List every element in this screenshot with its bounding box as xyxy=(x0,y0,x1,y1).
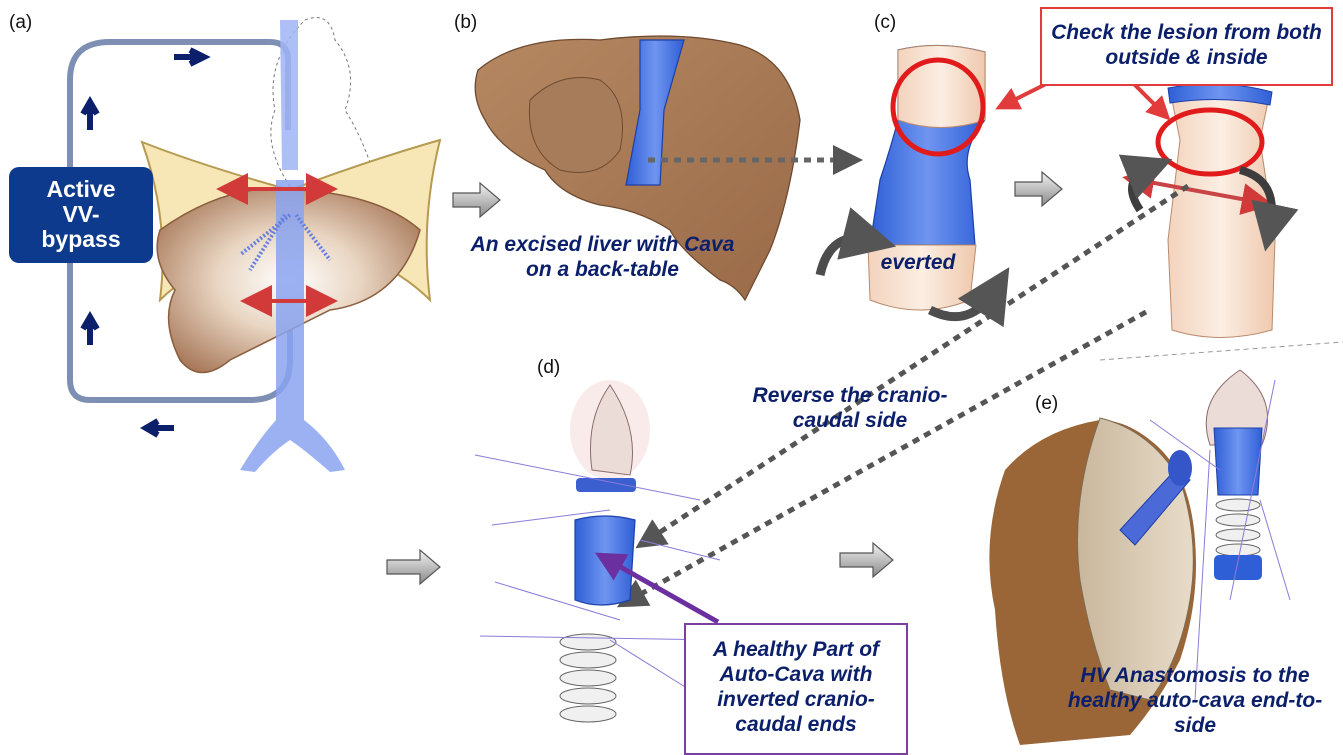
excised-liver-caption: An excised liver with Cava on a back-tab… xyxy=(470,232,735,282)
gray-arrow-icon xyxy=(1015,172,1062,206)
flow-arrow-up-icon xyxy=(83,102,97,130)
vv-bypass-label: Active VV- bypass xyxy=(9,167,153,252)
hv-anastomosis-caption: HV Anastomosis to the healthy auto-cava … xyxy=(1060,663,1330,738)
healthy-part-caption: A healthy Part of Auto-Cava with inverte… xyxy=(692,637,900,737)
gray-arrow-icon xyxy=(453,183,500,217)
check-lesion-callout: Check the lesion from both outside & ins… xyxy=(1040,7,1333,86)
rotate-arrow-icon xyxy=(1132,168,1150,210)
vv-bypass-badge: Active VV- bypass xyxy=(9,167,153,263)
flow-arrow-left-icon xyxy=(146,421,174,435)
rotate-arrow-icon xyxy=(820,238,870,275)
everted-caption: everted xyxy=(872,250,964,275)
flow-arrow-right-icon xyxy=(174,50,204,64)
check-lesion-caption: Check the lesion from both outside & ins… xyxy=(1050,20,1323,70)
flow-arrow-up-icon xyxy=(83,317,97,345)
gray-arrow-icon xyxy=(840,543,893,577)
healthy-part-callout: A healthy Part of Auto-Cava with inverte… xyxy=(684,623,908,755)
reverse-caption: Reverse the cranio-caudal side xyxy=(735,383,965,433)
gray-arrow-icon xyxy=(387,550,440,584)
